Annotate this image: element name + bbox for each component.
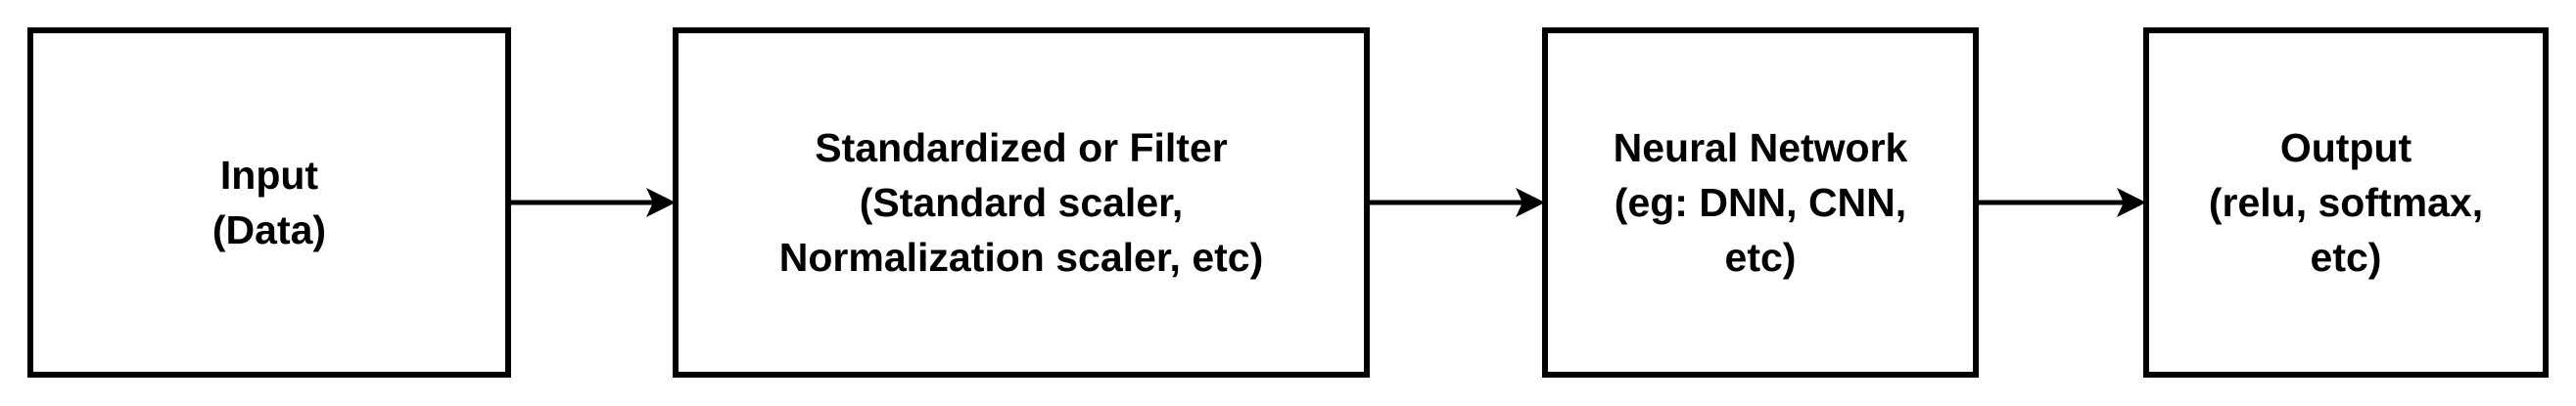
input-node-line-2: (Data) bbox=[211, 207, 327, 252]
arrow-input-to-standardize bbox=[511, 188, 676, 217]
output-node-line-2: (relu, softmax, bbox=[2208, 180, 2484, 225]
standardize-node-line-2: (Standard scaler, bbox=[859, 180, 1184, 225]
input-node-line-1: Input bbox=[219, 153, 319, 198]
neural-network-node-line-1: Neural Network bbox=[1613, 125, 1908, 170]
output-node: Output (relu, softmax, etc) bbox=[2143, 27, 2549, 378]
neural-network-node-line-3: etc) bbox=[1724, 235, 1797, 280]
input-node-label: Input (Data) bbox=[212, 148, 326, 257]
output-node-line-1: Output bbox=[2279, 125, 2412, 170]
standardize-node: Standardized or Filter (Standard scaler,… bbox=[673, 27, 1370, 378]
output-node-label: Output (relu, softmax, etc) bbox=[2209, 120, 2483, 285]
output-node-line-3: etc) bbox=[2310, 235, 2382, 280]
arrow-standardize-to-neural-network bbox=[1370, 188, 1545, 217]
input-node: Input (Data) bbox=[27, 27, 511, 378]
neural-network-node-label: Neural Network (eg: DNN, CNN, etc) bbox=[1614, 120, 1908, 285]
arrow-neural-network-to-output bbox=[1979, 188, 2146, 217]
neural-network-node-line-2: (eg: DNN, CNN, bbox=[1614, 180, 1907, 225]
standardize-node-line-3: Normalization scaler, etc) bbox=[778, 235, 1264, 280]
standardize-node-line-1: Standardized or Filter bbox=[815, 125, 1228, 170]
neural-network-node: Neural Network (eg: DNN, CNN, etc) bbox=[1542, 27, 1979, 378]
standardize-node-label: Standardized or Filter (Standard scaler,… bbox=[779, 120, 1263, 285]
